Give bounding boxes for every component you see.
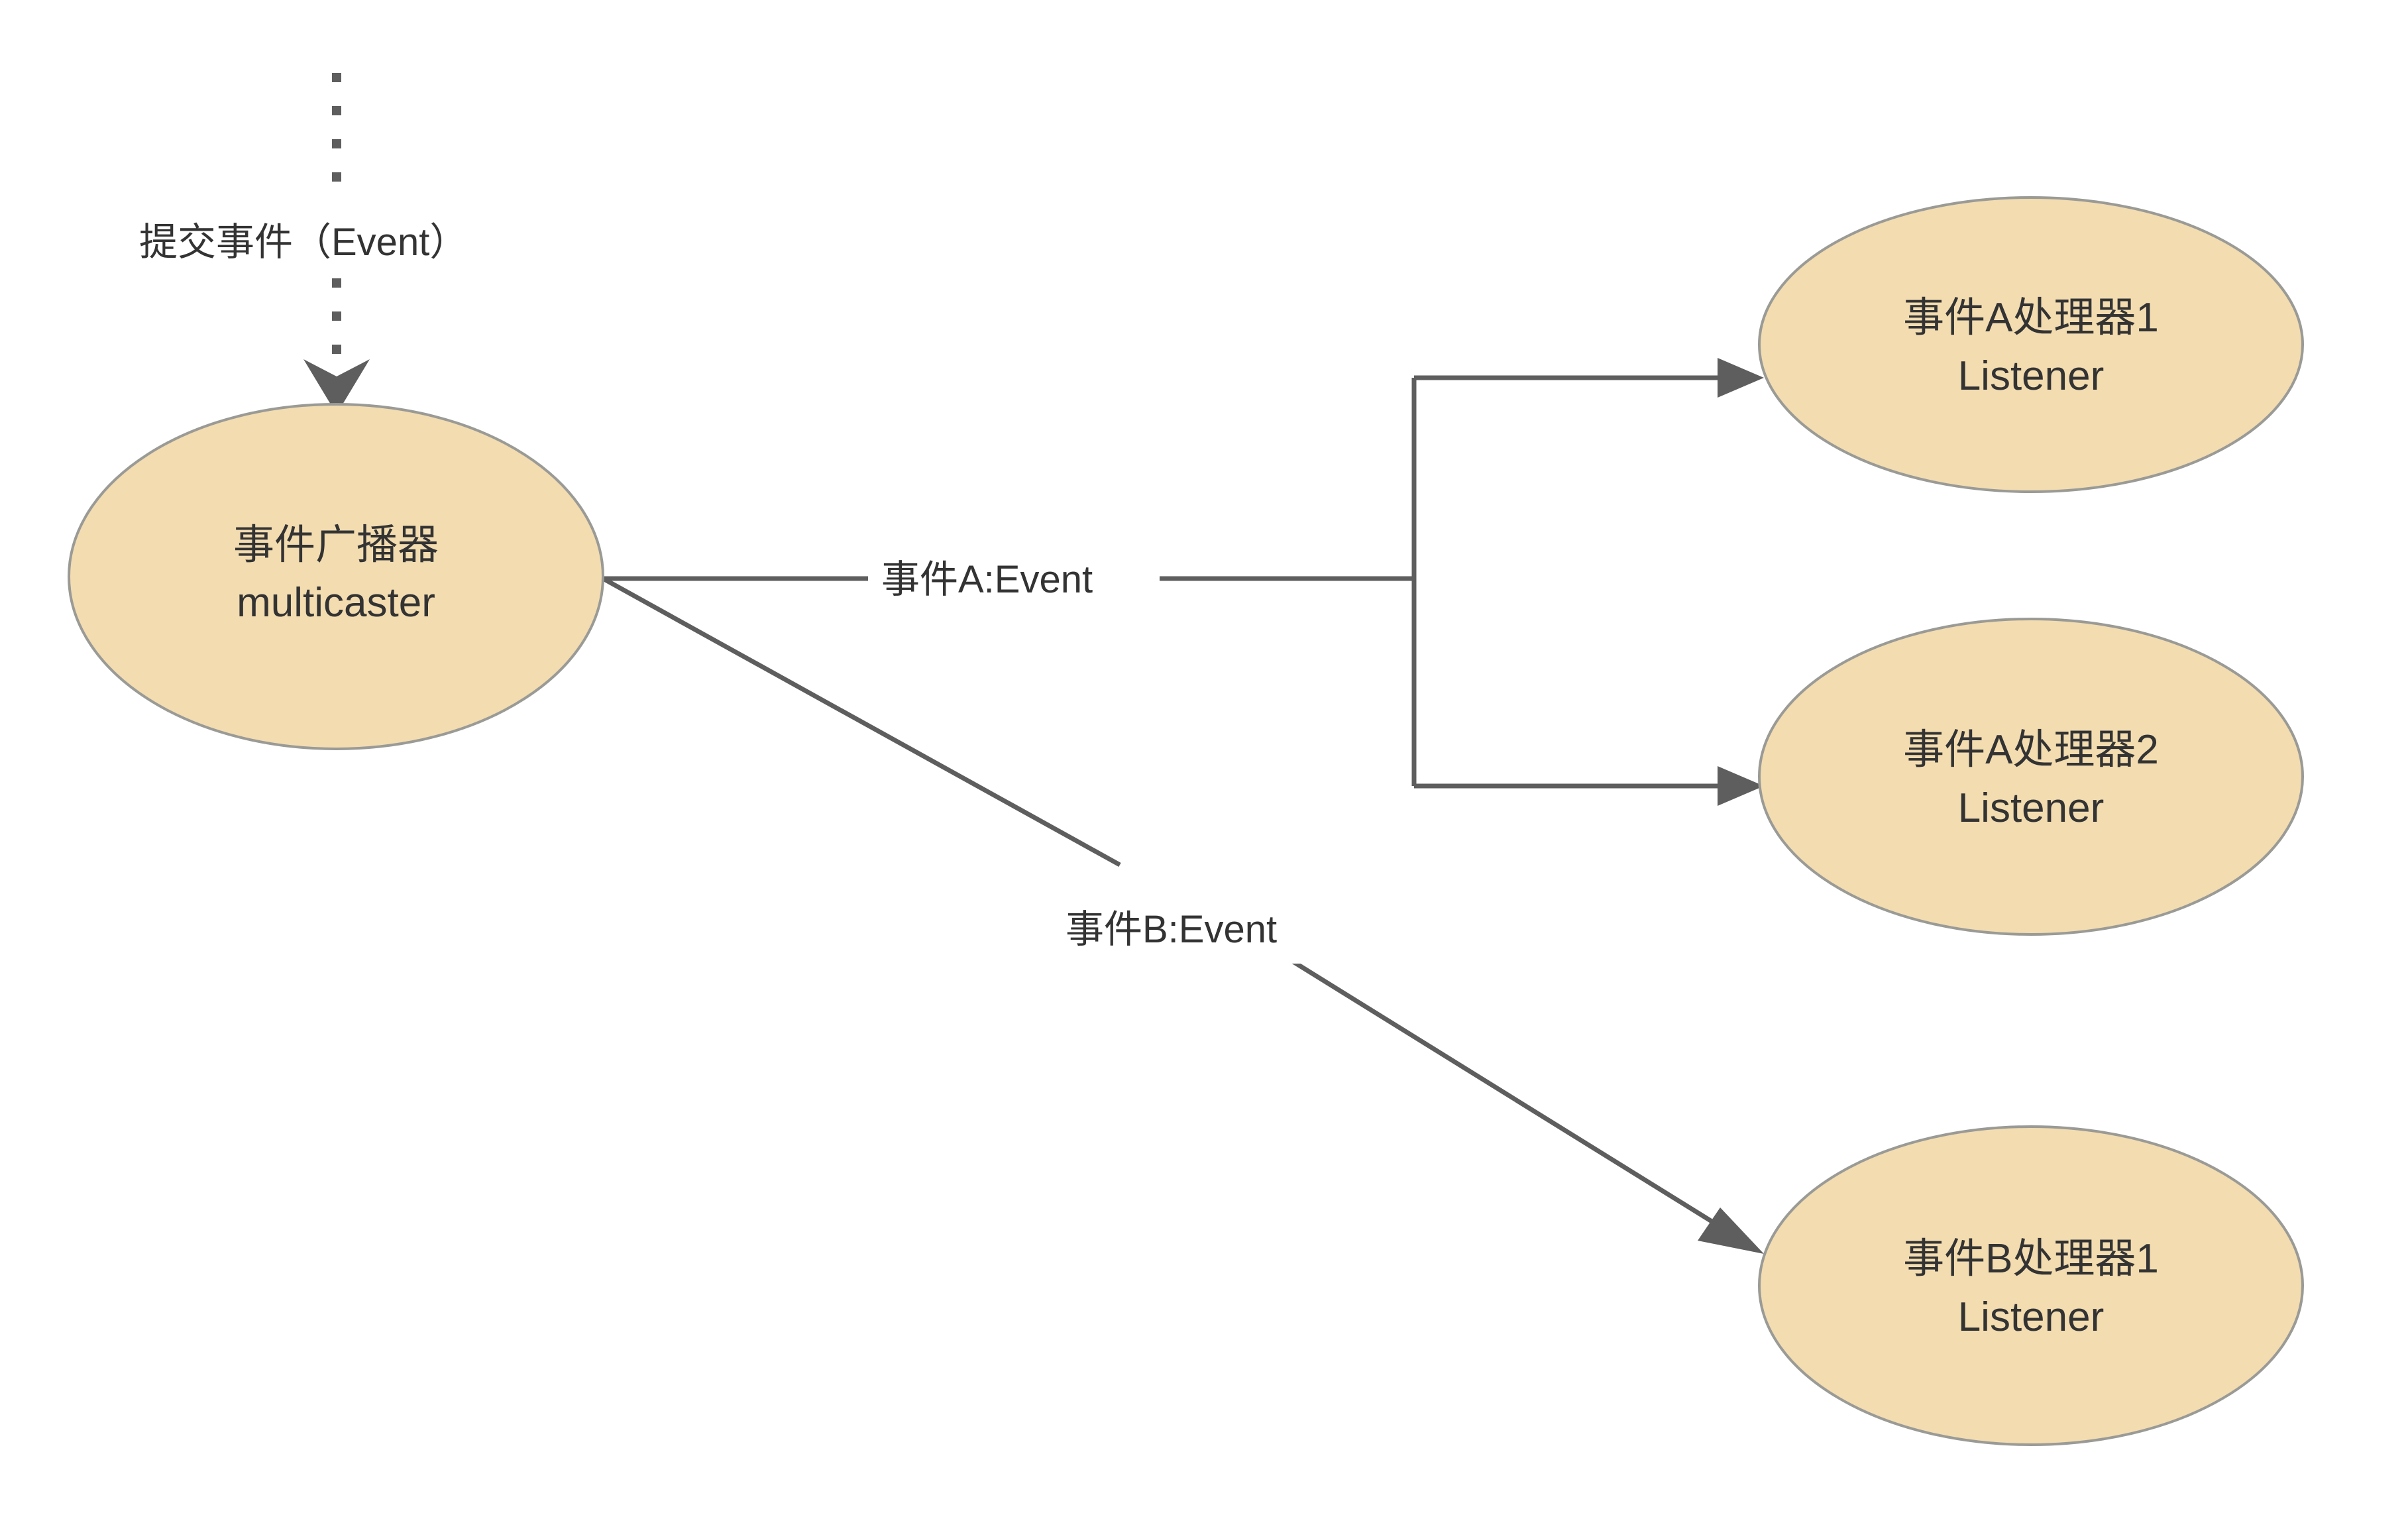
submit-event-label-backing bbox=[129, 202, 553, 276]
edge-event-b: 事件B:Event bbox=[602, 576, 1764, 1254]
node-multicaster[interactable]: 事件广播器 multicaster bbox=[68, 403, 604, 750]
submit-event-label: 提交事件（Event） bbox=[139, 221, 468, 264]
event-b-label-backing bbox=[1052, 893, 1344, 964]
listener-a1-ellipse[interactable] bbox=[1758, 196, 2304, 493]
listener-b1-ellipse[interactable] bbox=[1758, 1125, 2304, 1446]
multicaster-label-en: multicaster bbox=[237, 580, 435, 626]
multicaster-ellipse[interactable] bbox=[68, 403, 604, 750]
edge-submit-event bbox=[303, 73, 370, 414]
submit-event-arrowhead-icon bbox=[303, 359, 370, 414]
multicaster-label-cn: 事件广播器 bbox=[233, 522, 439, 568]
edge-event-a: 事件A:Event bbox=[603, 358, 1764, 806]
submit-event-label-group: 提交事件（Event） bbox=[129, 202, 553, 276]
listener-a1-label-en: Listener bbox=[1958, 353, 2105, 399]
event-b-label: 事件B:Event bbox=[1066, 908, 1277, 951]
event-a-arrowhead-lower-icon bbox=[1718, 766, 1764, 806]
event-a-label: 事件A:Event bbox=[881, 558, 1093, 601]
event-b-segment-upper bbox=[602, 576, 1121, 868]
event-a-arrowhead-upper-icon bbox=[1718, 358, 1764, 398]
listener-a1-label-cn: 事件A处理器1 bbox=[1903, 295, 2159, 341]
listener-b1-label-cn: 事件B处理器1 bbox=[1903, 1236, 2159, 1282]
listener-b1-label-en: Listener bbox=[1958, 1294, 2105, 1340]
listener-a2-label-cn: 事件A处理器2 bbox=[1903, 727, 2159, 773]
node-listener-a1[interactable]: 事件A处理器1 Listener bbox=[1758, 196, 2304, 493]
listener-a2-ellipse[interactable] bbox=[1758, 618, 2304, 936]
listener-a2-label-en: Listener bbox=[1958, 785, 2105, 831]
node-listener-a2[interactable]: 事件A处理器2 Listener bbox=[1758, 618, 2304, 936]
node-listener-b1[interactable]: 事件B处理器1 Listener bbox=[1758, 1125, 2304, 1446]
event-a-label-backing bbox=[868, 543, 1160, 614]
event-b-segment-lower bbox=[1287, 957, 1744, 1243]
event-b-arrowhead-icon bbox=[1698, 1207, 1764, 1254]
